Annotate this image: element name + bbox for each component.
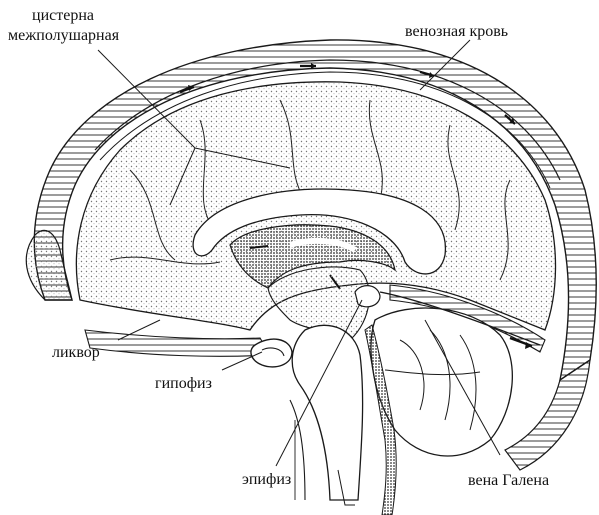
label-venous-blood: венозная кровь	[405, 23, 508, 40]
label-cistern-line1: цистерна	[32, 7, 94, 24]
brainstem	[290, 325, 363, 500]
hypophysis	[251, 339, 292, 367]
label-epiphysis: эпифиз	[242, 471, 291, 488]
label-hypophysis: гипофиз	[155, 375, 212, 392]
epiphysis	[355, 286, 380, 307]
frontal-bone	[26, 230, 72, 300]
label-liquor: ликвор	[52, 344, 100, 361]
label-cistern-line2: межполушарная	[8, 27, 120, 44]
label-galen-vein: вена Галена	[468, 472, 549, 489]
